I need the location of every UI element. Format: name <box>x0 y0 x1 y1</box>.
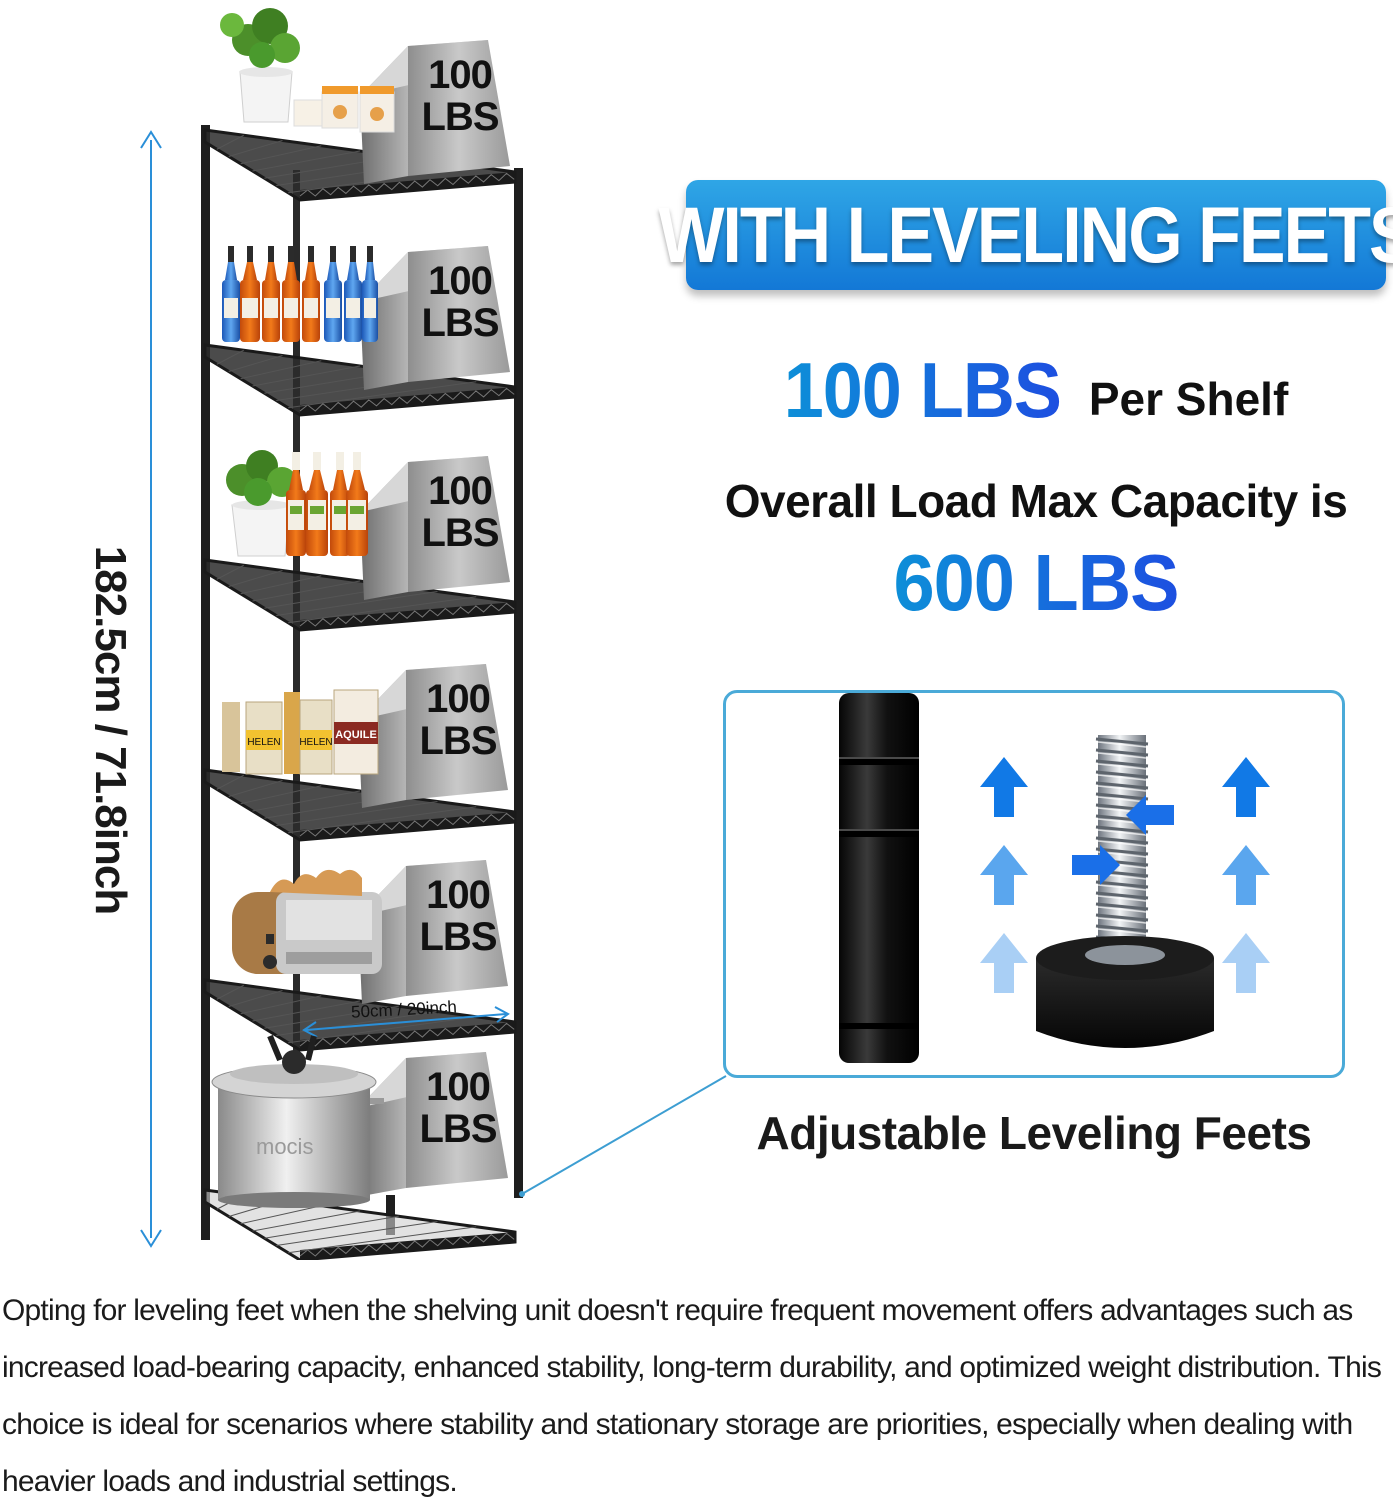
description-text: Opting for leveling feet when the shelvi… <box>2 1294 1382 1498</box>
weight-boxes <box>358 40 510 1196</box>
overall-capacity-row: 600 LBS <box>686 538 1386 628</box>
rubber-base <box>1036 936 1214 1048</box>
oil-bottles-shelf-3 <box>286 452 368 556</box>
cans-shelf-4: HELEN HELEN AQUILE <box>222 689 379 775</box>
weight-box-unit: LBS <box>421 511 500 555</box>
toaster-shelf-5 <box>232 869 382 974</box>
weight-box-number: 100 <box>426 873 491 917</box>
can-label-2: HELEN <box>299 737 332 748</box>
up-arrow-icon <box>1222 933 1270 993</box>
up-arrow-icon <box>1222 757 1270 817</box>
bottle <box>222 246 240 342</box>
detail-caption: Adjustable Leveling Feets <box>756 1107 1312 1159</box>
rotation-arrows-icon <box>1072 795 1174 885</box>
up-arrow-icon <box>980 845 1028 905</box>
wire-shelf <box>203 343 517 417</box>
wire-shelves <box>203 128 517 1260</box>
banner-title: WITH LEVELING FEETS <box>658 191 1393 279</box>
up-arrow-icon <box>1222 845 1270 905</box>
weight-box <box>360 246 510 390</box>
shelf-pole <box>839 693 919 1063</box>
weight-box-number: 100 <box>428 53 493 97</box>
leveling-foot-closeup <box>839 693 1270 1063</box>
bottle <box>240 246 260 342</box>
bottle <box>324 246 342 342</box>
weight-box-unit: LBS <box>421 301 500 345</box>
weight-box-number: 100 <box>426 677 491 721</box>
overall-capacity-value: 600 LBS <box>893 537 1179 628</box>
small-jars-top <box>293 86 395 133</box>
detail-connector-line <box>519 1075 727 1197</box>
plant-pot-top <box>220 8 300 123</box>
pot-brand-label: mocis <box>256 1134 313 1159</box>
shelving-unit-illustration: HELEN HELEN AQUILE mocis <box>140 8 523 1260</box>
feature-banner: WITH LEVELING FEETS <box>658 180 1393 290</box>
per-shelf-value: 100 LBS <box>783 347 1062 435</box>
weight-box-unit: LBS <box>419 719 498 763</box>
wire-shelf <box>203 768 517 842</box>
weight-box-number: 100 <box>428 259 493 303</box>
per-shelf-label: Per Shelf <box>1088 373 1289 425</box>
bottle <box>282 246 300 342</box>
up-arrow-icon <box>980 757 1028 817</box>
overall-capacity-label: Overall Load Max Capacity is <box>724 475 1348 527</box>
height-label: 182.5cm / 71.8inch <box>86 545 135 915</box>
oil-bottle <box>330 452 350 556</box>
width-dimension-arrow <box>302 1006 510 1038</box>
wire-shelf <box>203 978 517 1052</box>
up-arrow-icon <box>980 933 1028 993</box>
bottle <box>344 246 362 342</box>
weight-box-unit: LBS <box>421 95 500 139</box>
weight-box-number: 100 <box>426 1065 491 1109</box>
weight-box-unit: LBS <box>419 1107 498 1151</box>
stock-pot-bottom: mocis <box>211 1034 384 1208</box>
can-label-3: AQUILE <box>335 729 377 741</box>
oil-bottle <box>346 452 368 556</box>
weight-box-unit: LBS <box>419 915 498 959</box>
bottle <box>302 246 320 342</box>
bottle <box>262 246 280 342</box>
bottles-shelf-2 <box>222 246 378 342</box>
up-arrows-icon <box>980 757 1270 993</box>
bottle <box>362 246 378 342</box>
weight-box-number: 100 <box>428 469 493 513</box>
wire-shelf <box>203 558 517 632</box>
oil-bottle <box>286 452 306 556</box>
per-shelf-capacity: 100 LBS Per Shelf <box>686 348 1386 434</box>
weight-box <box>360 456 510 600</box>
weight-box <box>358 664 508 808</box>
can-label-1: HELEN <box>247 737 280 748</box>
oil-bottle <box>306 452 328 556</box>
leveling-feet-detail <box>723 690 1345 1078</box>
height-dimension-arrow <box>140 130 162 1248</box>
